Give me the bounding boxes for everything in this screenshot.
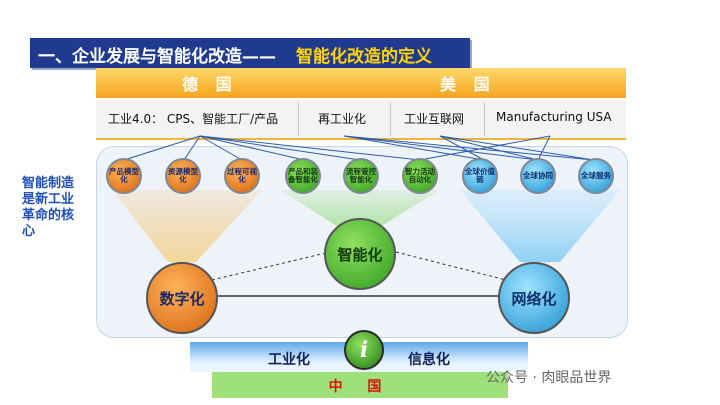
watermark: 公众号 · 肉眼品世界 <box>486 370 612 386</box>
node-intellect-automation: 智力活动自动化 <box>402 158 438 194</box>
beam-blue <box>460 190 620 262</box>
strategy-industrial-internet: 工业互联网 <box>404 112 465 126</box>
country-header-row <box>96 68 626 98</box>
link-smart-network <box>395 251 507 281</box>
node-global-collab: 全球协同 <box>520 158 556 194</box>
china-label: 中 国 <box>328 379 392 395</box>
strategy-germany: 工业4.0： CPS、智能工厂/产品 <box>108 112 279 126</box>
node-global-value-chain: 全球价值链 <box>462 158 498 194</box>
node-product-equipment-smart: 产品和装备智能化 <box>285 158 321 194</box>
node-process-control-smart: 流程管控智能化 <box>343 158 379 194</box>
node-process-visual: 过程可视化 <box>224 158 260 194</box>
link-digital-smart <box>211 251 331 281</box>
strategy-row <box>96 100 626 140</box>
page-title-highlight: 智能化改造的定义 <box>296 47 432 67</box>
divider <box>298 102 299 136</box>
node-intelligentization: 智能化 <box>324 218 396 290</box>
header-links <box>123 135 595 161</box>
industrialization-label: 工业化 <box>268 352 310 368</box>
node-resource-model: 资源模型化 <box>165 158 201 194</box>
header-germany: 德 国 <box>182 75 238 94</box>
info-icon: i <box>344 330 384 370</box>
strategy-reindustrialization: 再工业化 <box>318 112 367 126</box>
beam-orange <box>112 190 262 262</box>
divider <box>484 102 485 136</box>
informatization-label: 信息化 <box>408 352 450 368</box>
node-digitalization: 数字化 <box>146 262 218 334</box>
header-usa: 美 国 <box>440 75 496 94</box>
side-caption: 智能制造是新工业革命的核心 <box>22 176 75 239</box>
beam-green <box>280 190 440 228</box>
title-bar <box>30 38 470 68</box>
china-base <box>212 372 508 398</box>
divider <box>390 102 391 136</box>
node-product-model: 产品模型化 <box>106 158 142 194</box>
strategy-manufacturing-usa: Manufacturing USA <box>496 110 612 124</box>
page-title: 一、企业发展与智能化改造—— <box>38 47 276 67</box>
node-networking: 网络化 <box>498 262 570 334</box>
node-global-service: 全球服务 <box>578 158 614 194</box>
